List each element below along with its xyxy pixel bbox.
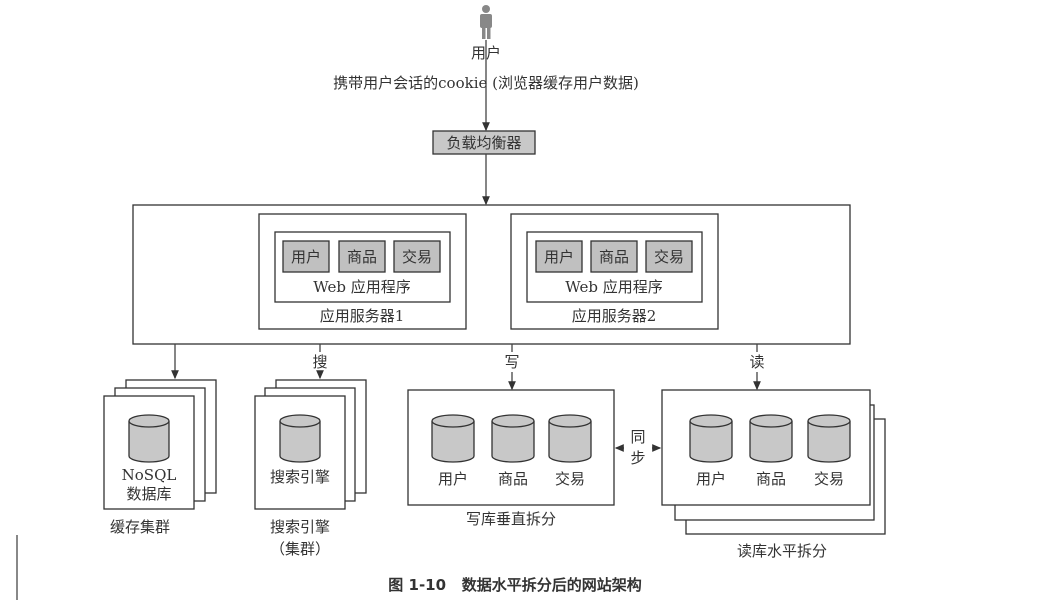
module-goods-label: 商品 bbox=[599, 248, 629, 266]
read-db-caption: 读库水平拆分 bbox=[737, 542, 827, 560]
web-app-label: Web 应用程序 bbox=[313, 278, 410, 296]
database-icon bbox=[279, 414, 321, 463]
sync-label-2: 步 bbox=[630, 449, 645, 467]
database-icon bbox=[749, 414, 793, 463]
cache-cluster-caption: 缓存集群 bbox=[110, 518, 170, 536]
database-icon bbox=[491, 414, 535, 463]
module-goods bbox=[590, 240, 638, 273]
database-icon bbox=[807, 414, 851, 463]
module-trade-label: 交易 bbox=[654, 248, 684, 266]
module-trade bbox=[645, 240, 693, 273]
search-cluster-caption-2: （集群） bbox=[270, 540, 330, 558]
module-user bbox=[535, 240, 583, 273]
user-icon bbox=[480, 5, 492, 39]
module-goods bbox=[338, 240, 386, 273]
write-db-trade: 交易 bbox=[555, 470, 585, 488]
database-icon bbox=[431, 414, 475, 463]
module-trade-label: 交易 bbox=[402, 248, 432, 266]
app-server-2-label: 应用服务器2 bbox=[572, 307, 657, 325]
figure-caption: 图 1-10 数据水平拆分后的网站架构 bbox=[388, 576, 641, 594]
module-trade bbox=[393, 240, 441, 273]
nosql-db-label: 数据库 bbox=[126, 485, 171, 503]
read-db-user: 用户 bbox=[696, 470, 726, 488]
app-server-1-label: 应用服务器1 bbox=[320, 307, 405, 325]
web-app-label: Web 应用程序 bbox=[565, 278, 662, 296]
module-user bbox=[282, 240, 330, 273]
write-db-caption: 写库垂直拆分 bbox=[466, 510, 556, 528]
database-icon bbox=[128, 414, 170, 463]
write-db-goods: 商品 bbox=[498, 470, 528, 488]
search-cluster-caption: 搜索引擎 bbox=[270, 518, 330, 536]
read-db-trade: 交易 bbox=[814, 470, 844, 488]
search-cluster: 搜索引擎 搜索引擎 （集群） bbox=[254, 379, 367, 558]
module-goods-label: 商品 bbox=[347, 248, 377, 266]
write-db-user: 用户 bbox=[438, 470, 468, 488]
read-edge-label: 读 bbox=[749, 353, 764, 371]
app-server-cluster bbox=[132, 204, 851, 345]
write-edge-label: 写 bbox=[504, 353, 519, 371]
module-user-label: 用户 bbox=[291, 248, 321, 266]
search-engine-label: 搜索引擎 bbox=[270, 468, 330, 486]
app-server-2: 用户 商品 交易 Web 应用程序 应用服务器2 bbox=[510, 213, 719, 330]
load-balancer-label: 负载均衡器 bbox=[446, 134, 521, 152]
search-edge-label: 搜 bbox=[312, 353, 327, 371]
app-server-1: 用户 商品 交易 Web 应用程序 应用服务器1 bbox=[258, 213, 467, 330]
nosql-label: NoSQL bbox=[122, 466, 177, 484]
module-user-label: 用户 bbox=[544, 248, 574, 266]
read-db-group: 用户 商品 交易 读库水平拆分 bbox=[661, 389, 886, 560]
database-icon bbox=[689, 414, 733, 463]
cache-cluster: NoSQL 数据库 缓存集群 bbox=[103, 379, 217, 536]
write-db-group: 用户 商品 交易 写库垂直拆分 bbox=[407, 389, 615, 528]
load-balancer-box bbox=[432, 130, 536, 155]
database-icon bbox=[548, 414, 592, 463]
sync-label-1: 同 bbox=[630, 428, 645, 446]
read-db-goods: 商品 bbox=[756, 470, 786, 488]
